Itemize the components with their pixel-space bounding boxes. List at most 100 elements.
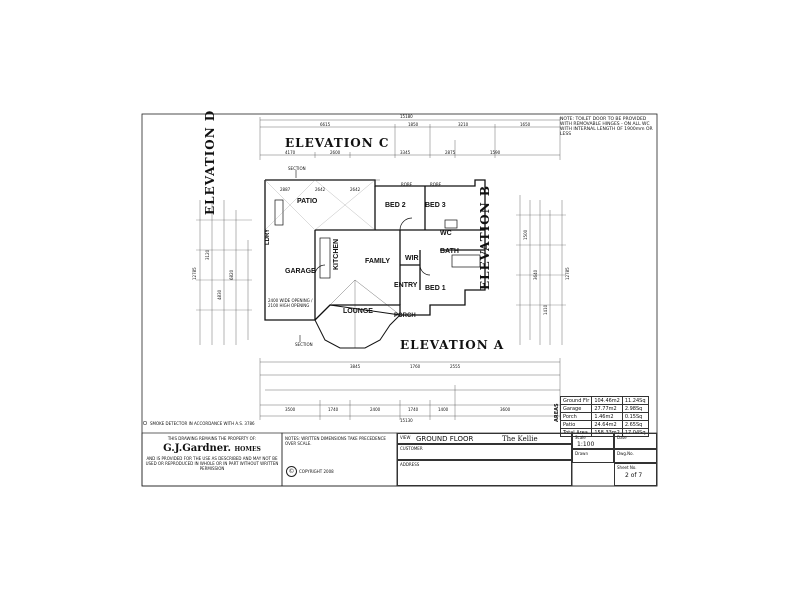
- dim-top-1: 6615: [320, 122, 331, 127]
- elevation-b-label: ELEVATION B: [478, 184, 492, 290]
- view-value: GROUND FLOOR: [416, 435, 474, 443]
- dwg-cell: Dwg.No.: [614, 449, 657, 463]
- dim-bottom-mid-2: 1760: [410, 364, 421, 369]
- general-notes: NOTES: WRITTEN DIMENSIONS TAKE PRECEDENC…: [285, 436, 386, 446]
- dim-bottom-3: 2400: [370, 407, 381, 412]
- view-cell: VIEW GROUND FLOOR The Kellie: [397, 433, 572, 444]
- area-sq: 2.98Sq: [621, 404, 649, 413]
- room-wir: WIR: [405, 255, 419, 262]
- room-garage: GARAGE: [285, 268, 316, 275]
- dim-left-2: 4830: [217, 289, 222, 300]
- garage-opening-note: 2400 WIDE OPENING / 2100 HIGH OPENING: [268, 298, 313, 308]
- area-m2: 27.77m2: [591, 404, 623, 413]
- drawing-sheet: NOTE: TOILET DOOR TO BE PROVIDED WITH RE…: [100, 100, 700, 498]
- dim-left-overall: 12785: [192, 267, 197, 280]
- room-family: FAMILY: [365, 258, 391, 265]
- dim-top-4: 1650: [520, 122, 531, 127]
- view-label: VIEW: [400, 435, 411, 440]
- room-bath: BATH: [440, 248, 459, 255]
- company-logo: G.J.Gardner. HOMES: [144, 443, 280, 454]
- area-label: Patio: [559, 420, 593, 429]
- drawn-cell: Drawn: [572, 449, 614, 463]
- toilet-door-note: NOTE: TOILET DOOR TO BE PROVIDED WITH RE…: [560, 117, 653, 137]
- sheet-label: Sheet No.: [617, 465, 637, 470]
- room-bed2: BED 2: [385, 202, 406, 209]
- smoke-detector-note: SMOKE DETECTOR IN ACCORDANCE WITH A.S. 3…: [150, 421, 255, 426]
- scale-cell: Scale 1:100: [572, 433, 614, 449]
- room-robe-1: ROBE: [401, 182, 413, 187]
- dim-upper-3: 3345: [400, 150, 411, 155]
- dim-right-1: 1500: [523, 229, 528, 240]
- company-suffix: HOMES: [234, 446, 261, 453]
- area-m2: 104.46m2: [591, 396, 623, 405]
- dim-bottom-mid-3: 2555: [450, 364, 461, 369]
- dim-bottom-6: 3600: [500, 407, 511, 412]
- customer-cell: CUSTOMER: [397, 444, 572, 460]
- section-label-top: SECTION: [288, 166, 306, 171]
- dim-upper-1: 4170: [285, 150, 296, 155]
- company-block: THIS DRAWING REMAINS THE PROPERTY OF: G.…: [144, 436, 280, 471]
- dim-patio-1: 2887: [280, 187, 291, 192]
- date-label: Date: [617, 435, 627, 440]
- dim-bottom-1: 3500: [285, 407, 296, 412]
- room-entry: ENTRY: [394, 282, 418, 289]
- room-porch: PORCH: [394, 313, 416, 319]
- scale-value: 1:100: [577, 441, 595, 448]
- area-label: Ground Flr: [559, 396, 593, 405]
- company-name: G.J.Gardner.: [163, 443, 231, 454]
- dim-top-3: 3210: [458, 122, 469, 127]
- scale-label: Scale: [575, 435, 586, 440]
- areas-header: AREAS: [554, 403, 560, 422]
- area-sq: 17.04Sq: [621, 428, 649, 437]
- dim-overall-width: 15180: [400, 114, 413, 119]
- customer-label: CUSTOMER: [400, 446, 423, 451]
- dim-bottom-overall: 15130: [400, 418, 413, 423]
- company-property-line: THIS DRAWING REMAINS THE PROPERTY OF:: [167, 436, 257, 441]
- area-m2: 1.46m2: [591, 412, 623, 421]
- company-legal: AND IS PROVIDED FOR THE USE AS DESCRIBED…: [145, 456, 279, 471]
- room-patio: PATIO: [297, 198, 318, 205]
- house-name: The Kellie: [502, 435, 538, 443]
- room-lounge: LOUNGE: [343, 308, 373, 315]
- room-bed3: BED 3: [425, 202, 446, 209]
- area-label: Garage: [559, 404, 593, 413]
- dim-left-1: 3120: [205, 249, 210, 260]
- room-bed1: BED 1: [425, 285, 446, 292]
- area-sq: 0.15Sq: [621, 412, 649, 421]
- area-label: Porch: [559, 412, 593, 421]
- elevation-a-label: ELEVATION A: [400, 338, 505, 352]
- room-kitchen: KITCHEN: [333, 238, 340, 270]
- room-wc: WC: [440, 230, 452, 237]
- area-sq: 2.65Sq: [621, 420, 649, 429]
- dim-upper-5: 1590: [490, 150, 501, 155]
- sheet-value: 2 of 7: [625, 472, 643, 479]
- dim-left-3: 6820: [229, 269, 234, 280]
- dim-bottom-mid-1: 3845: [350, 364, 361, 369]
- room-robe-2: ROBE: [430, 182, 442, 187]
- dim-right-2: 3640: [533, 269, 538, 280]
- dim-patio-3: 2642: [350, 187, 361, 192]
- area-sq: 11.24Sq: [621, 396, 649, 405]
- copyright-text: COPYRIGHT 2008: [299, 469, 334, 474]
- date-cell: Date: [614, 433, 657, 449]
- dim-patio-2: 2642: [315, 187, 326, 192]
- dwg-label: Dwg.No.: [617, 451, 634, 456]
- dim-upper-4: 2875: [445, 150, 456, 155]
- area-label: Total Area: [559, 428, 593, 437]
- dim-right-3: 1410: [543, 304, 548, 315]
- copyright-icon: ©: [286, 466, 297, 477]
- section-label-bottom: SECTION: [295, 342, 313, 347]
- dim-upper-2: 2600: [330, 150, 341, 155]
- address-label: ADDRESS: [400, 462, 420, 467]
- dim-top-2: 1850: [408, 122, 419, 127]
- dim-bottom-2: 1740: [328, 407, 339, 412]
- dim-bottom-5: 1400: [438, 407, 449, 412]
- dim-bottom-4: 1740: [408, 407, 419, 412]
